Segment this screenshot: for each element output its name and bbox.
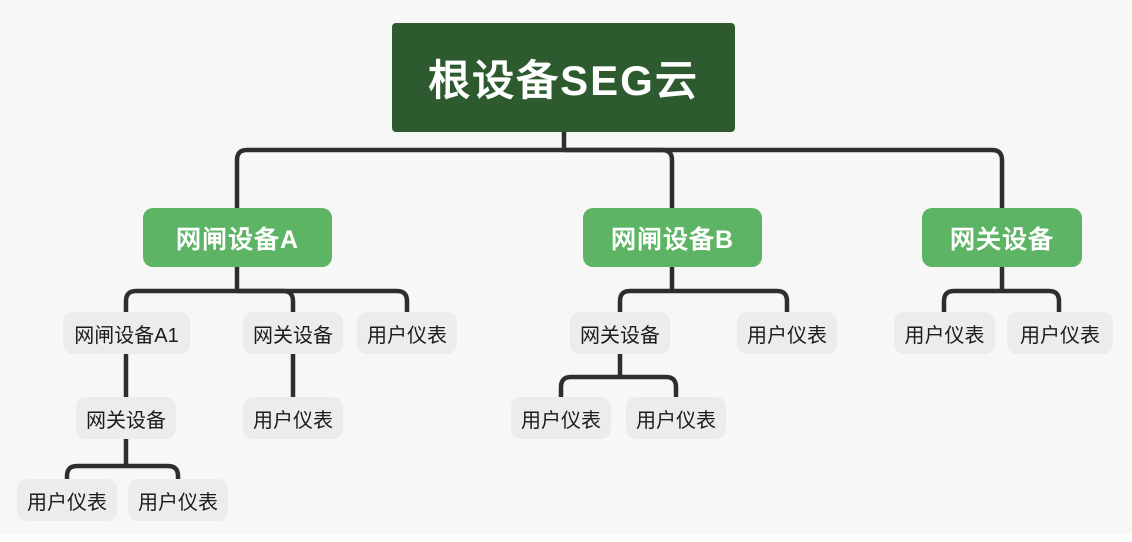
node-root-seg-cloud[interactable]: 根设备SEG云 [392, 23, 735, 132]
node-meter-under-b[interactable]: 用户仪表 [737, 312, 837, 354]
node-gateway-under-a1[interactable]: 网关设备 [76, 397, 176, 439]
node-meter-under-a[interactable]: 用户仪表 [357, 312, 457, 354]
node-meter-under-gateway-a1-1[interactable]: 用户仪表 [17, 479, 117, 521]
node-gateway-under-a[interactable]: 网关设备 [243, 312, 343, 354]
node-gate-device-a[interactable]: 网闸设备A [143, 208, 332, 267]
node-meter-under-gateway-a[interactable]: 用户仪表 [243, 397, 343, 439]
node-meter-under-gateway-top-1[interactable]: 用户仪表 [894, 312, 995, 354]
node-meter-under-gateway-b-2[interactable]: 用户仪表 [626, 397, 726, 439]
node-gateway-device-top[interactable]: 网关设备 [922, 208, 1082, 267]
node-gate-device-a1[interactable]: 网闸设备A1 [63, 312, 190, 354]
node-meter-under-gateway-a1-2[interactable]: 用户仪表 [128, 479, 228, 521]
node-meter-under-gateway-b-1[interactable]: 用户仪表 [511, 397, 611, 439]
node-gate-device-b[interactable]: 网闸设备B [583, 208, 762, 267]
node-meter-under-gateway-top-2[interactable]: 用户仪表 [1007, 312, 1113, 354]
node-gateway-under-b[interactable]: 网关设备 [570, 312, 670, 354]
